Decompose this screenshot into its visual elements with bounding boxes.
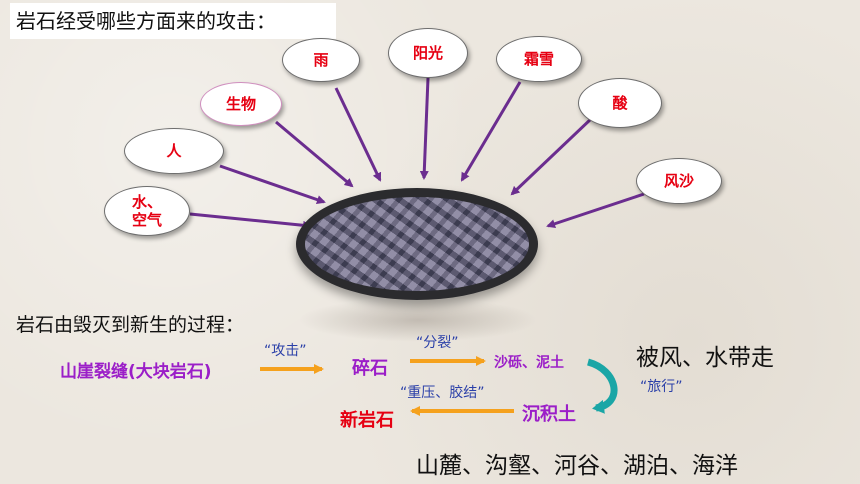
label-attack: “攻击” [264,343,307,359]
arrow-human [219,164,326,204]
process-title: 岩石由毁灭到新生的过程： [16,314,245,336]
term-places: 山麓、沟壑、河谷、湖泊、海洋 [416,453,738,479]
label-press: “重压、胶结” [400,385,485,401]
attack-rain: 雨 [282,38,360,82]
attack-organism: 生物 [200,82,282,126]
label-split: “分裂” [416,335,459,351]
term-gravel-soil: 沙砾、泥土 [494,355,564,371]
attack-sunlight: 阳光 [388,28,468,78]
arrow-travel-cycle [586,358,618,414]
term-wind-water: 被风、水带走 [636,345,774,371]
attack-organism-label: 生物 [225,95,256,113]
arrow-wind-sand [546,192,645,229]
arrow-sunlight [419,77,430,180]
rock-image [296,188,538,300]
arrow-organism [275,120,354,188]
attack-water-air-label: 水、 空气 [131,193,162,229]
rock-shadow [298,298,538,342]
attack-frost-label: 霜雪 [523,50,554,68]
term-rubble: 碎石 [352,358,388,379]
arrow-rain [334,87,382,182]
term-cliff: 山崖裂缝(大块岩石) [60,362,212,382]
attack-wind-sand: 风沙 [636,158,722,204]
slide-title: 岩石经受哪些方面来的攻击： [10,3,336,39]
attack-human-label: 人 [166,142,182,160]
term-sediment: 沉积土 [522,404,576,425]
attack-acid: 酸 [578,78,662,128]
attack-frost: 霜雪 [496,36,582,82]
attack-wind-sand-label: 风沙 [663,172,694,190]
attack-water-air: 水、 空气 [104,186,190,236]
arrow-frost [460,81,522,182]
arrow-acid [510,116,594,196]
attack-acid-label: 酸 [612,94,628,112]
label-travel: “旅行” [640,379,683,395]
term-new-rock: 新岩石 [340,410,394,431]
arrow-water-air [189,212,312,230]
attack-rain-label: 雨 [313,51,329,69]
attack-sunlight-label: 阳光 [412,44,443,62]
attack-human: 人 [124,128,224,174]
